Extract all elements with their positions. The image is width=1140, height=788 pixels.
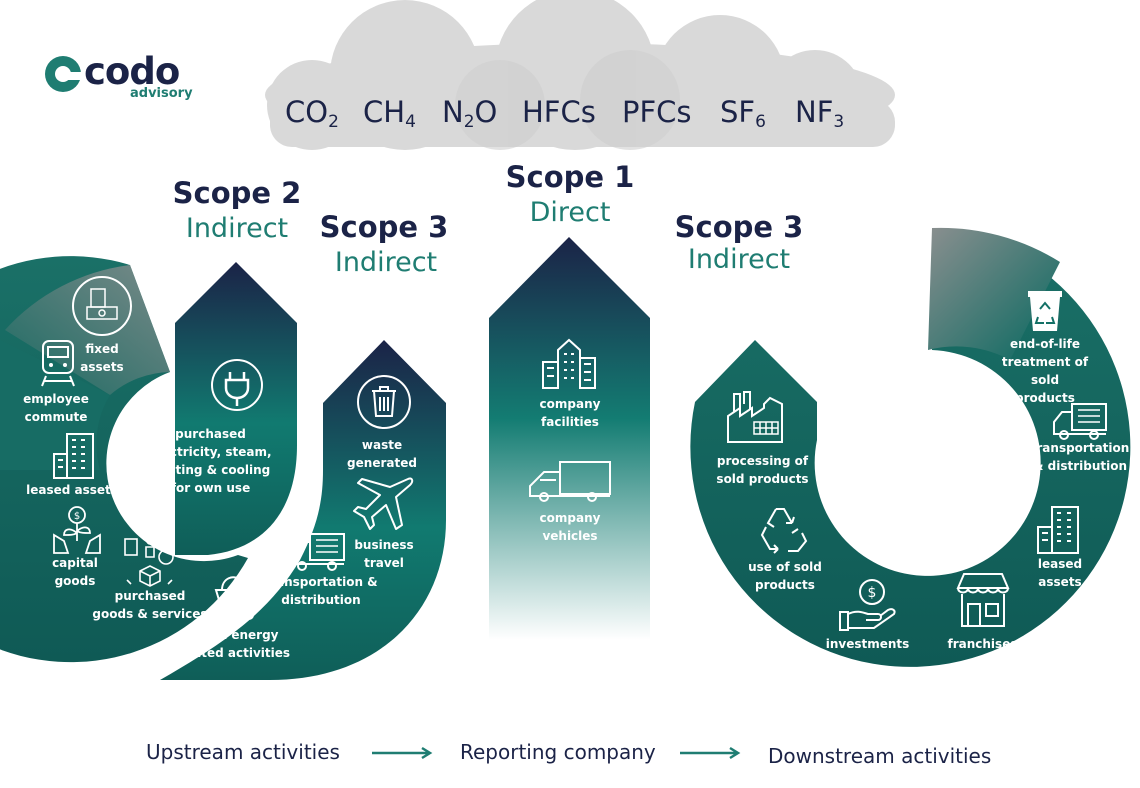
label-fuel-energy: fuel & energy related activities: [174, 628, 291, 660]
gas-co2: CO2: [285, 95, 339, 132]
codo-logo-icon: [45, 56, 82, 92]
label-fixed-assets: fixed assets: [80, 342, 124, 374]
train-icon: [41, 340, 75, 387]
flow-reporting: Reporting company: [460, 740, 656, 764]
label-franchises: franchises: [947, 637, 1018, 651]
capital-goods-icon: $: [53, 506, 101, 554]
label-employee-commute: employee commute: [23, 392, 89, 424]
storefront-icon: [956, 573, 1010, 627]
scope3-downstream-subtitle: Indirect: [687, 244, 791, 275]
label-purchased-electricity: purchased electricity, steam, heating & …: [149, 427, 272, 495]
building-icon: [1037, 506, 1079, 554]
purchased-goods-icon: [124, 537, 174, 587]
scope2-title: Scope 2: [172, 176, 302, 210]
svg-text:$: $: [868, 585, 877, 601]
building-icon: [53, 433, 94, 479]
arrow-right-icon: [372, 746, 433, 760]
label-end-of-life: end-of-life treatment of sold products: [1001, 337, 1089, 405]
gas-hfcs: HFCs: [522, 95, 596, 129]
label-company-facilities: company facilities: [539, 397, 601, 429]
label-processing-sold: processing of sold products: [716, 454, 809, 486]
gas-n2o: N2O: [442, 95, 498, 132]
flow-downstream: Downstream activities: [768, 744, 992, 768]
label-leased-assets-downstream: leased assets: [1037, 557, 1083, 589]
airplane-icon: [353, 477, 414, 530]
label-company-vehicles: company vehicles: [539, 511, 601, 543]
scope2-subtitle: Indirect: [185, 213, 289, 244]
delivery-truck-icon: [291, 533, 345, 571]
scope2-arrow: [175, 262, 297, 555]
scope1-title: Scope 1: [505, 160, 635, 194]
scope3-upstream-subtitle: Indirect: [334, 247, 438, 278]
logo-wordmark: codo: [84, 50, 180, 93]
investment-hand-icon: $: [839, 579, 896, 631]
scope1-arrow: [489, 237, 650, 640]
gas-pfcs: PFCs: [622, 95, 692, 129]
label-transport-upstream: transportation & distribution: [264, 575, 378, 607]
label-use-sold: use of sold products: [748, 560, 822, 592]
flow-upstream: Upstream activities: [146, 740, 340, 764]
scope3-upstream-arrow: [160, 340, 446, 680]
scope1-subtitle: Direct: [529, 197, 611, 228]
arrow-right-icon: [680, 746, 741, 760]
fixed-assets-icon: [72, 276, 132, 336]
van-icon: [529, 461, 611, 502]
recycle-icon: [760, 508, 808, 554]
delivery-truck-icon: [1053, 403, 1107, 440]
label-transport-downstream: transportation & distribution: [1030, 441, 1130, 473]
scope3-upstream-title: Scope 3: [319, 210, 449, 244]
gas-nf3: NF3: [795, 95, 845, 132]
label-investments: investments: [825, 637, 910, 651]
recycling-bin-icon: [1028, 291, 1062, 331]
plug-icon: [211, 359, 263, 411]
scope3-downstream-title: Scope 3: [674, 210, 804, 244]
trash-bin-icon: [357, 375, 411, 429]
gas-ch4: CH4: [363, 95, 416, 132]
company-building-icon: [542, 338, 596, 389]
label-waste-generated: waste generated: [347, 438, 417, 470]
label-purchased-goods: purchased goods & services: [92, 589, 208, 621]
logo-tagline: advisory: [130, 86, 193, 101]
label-business-travel: business travel: [354, 538, 414, 570]
label-capital-goods: capital goods: [52, 556, 98, 588]
mine-cart-icon: [214, 575, 264, 620]
svg-text:$: $: [74, 511, 80, 522]
label-leased-assets-upstream: leased assets: [26, 483, 118, 497]
factory-icon: [727, 391, 783, 443]
gas-sf6: SF6: [720, 95, 766, 132]
